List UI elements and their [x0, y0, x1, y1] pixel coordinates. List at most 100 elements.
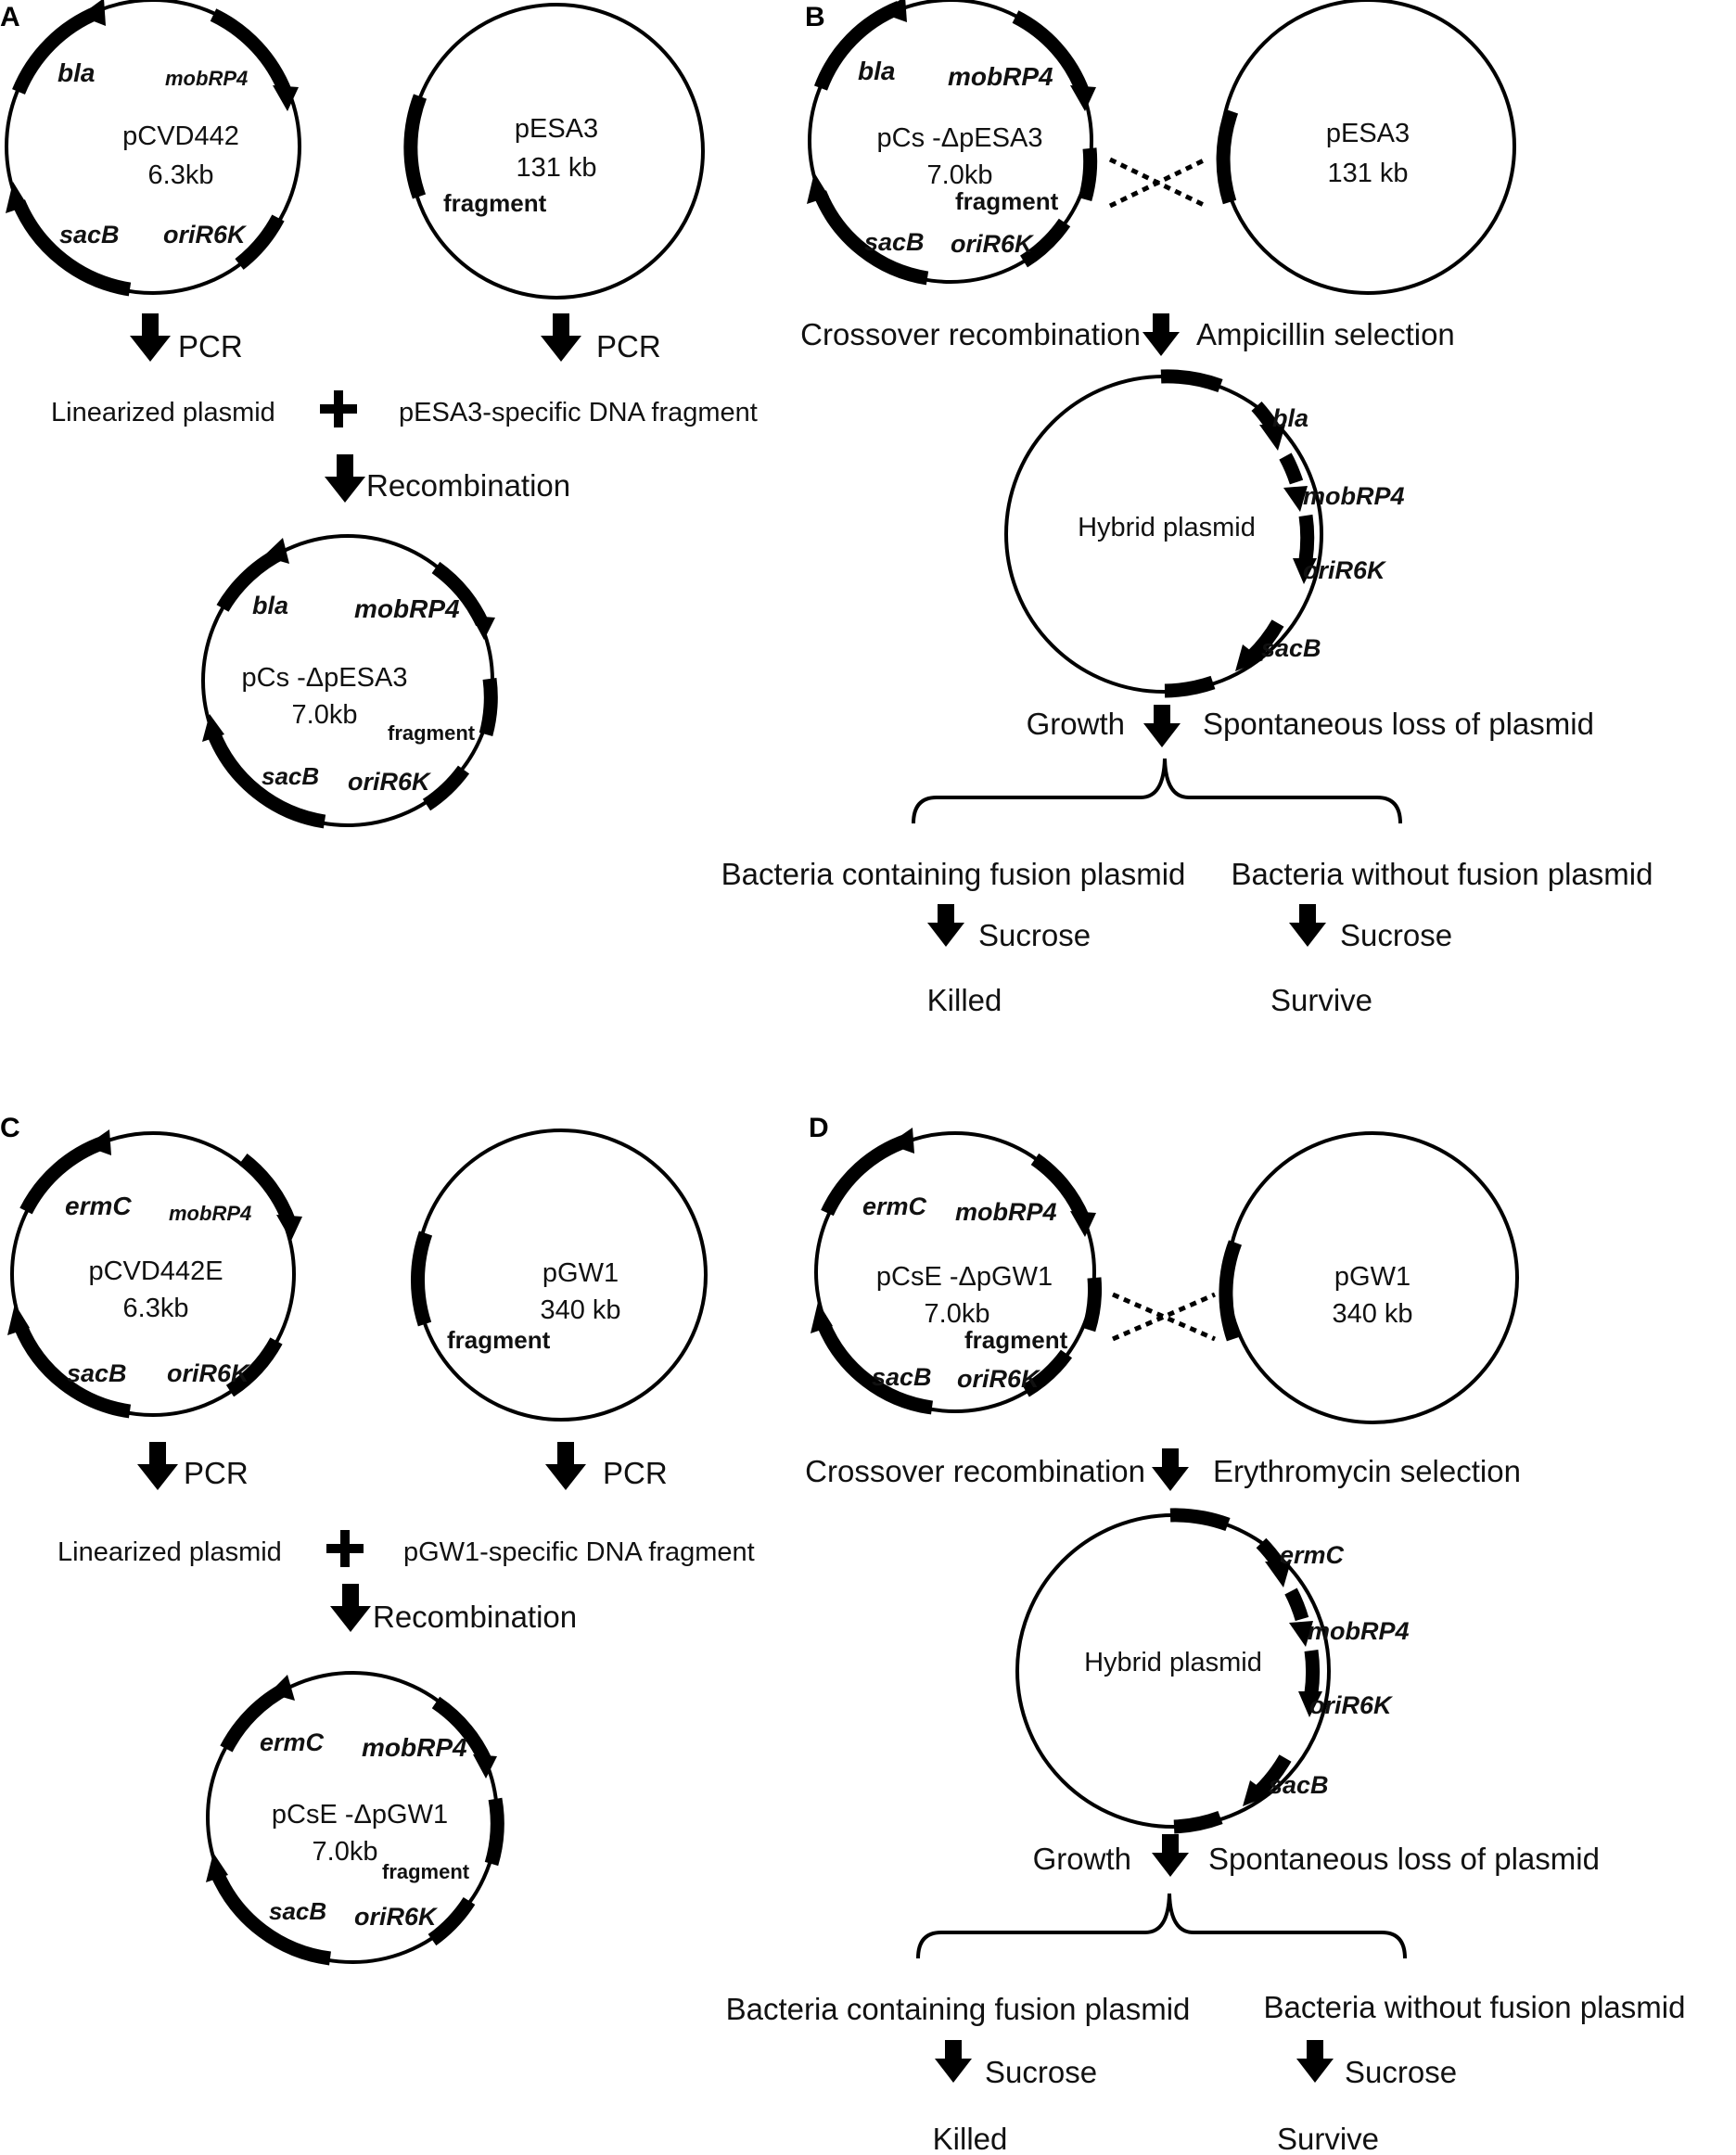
gene-mobrp4: mobRP4 — [955, 1198, 1057, 1226]
hybrid-plasmid-label: Hybrid plasmid — [1078, 513, 1256, 542]
survive-label: Survive — [1277, 2122, 1379, 2155]
gene-bla: bla — [858, 57, 895, 85]
fragment-label: fragment — [382, 1860, 470, 1883]
sucrose-label: Sucrose — [985, 2055, 1097, 2089]
gene-sacb: sacB — [1269, 1771, 1329, 1799]
bacteria-without-plasmid-label: Bacteria without fusion plasmid — [1264, 1990, 1686, 2024]
down-arrow-icon — [330, 1584, 371, 1632]
panel-label-d: D — [809, 1113, 829, 1143]
plasmid-name: pGW1 — [1334, 1262, 1410, 1292]
gene-ermc: ermC — [1280, 1541, 1345, 1569]
arrowhead-icon — [1293, 558, 1317, 584]
hybrid-plasmid-d: ermC mobRP4 Hybrid plasmid oriR6K sacB — [1015, 1508, 1410, 1834]
recombination-label: Recombination — [366, 468, 570, 503]
plasmid-size: 7.0kb — [925, 1299, 990, 1329]
arrowhead-icon — [888, 1128, 914, 1154]
pgw1-plasmid-d: pGW1 340 kb — [1219, 1131, 1519, 1424]
bacteria-with-plasmid-label: Bacteria containing fusion plasmid — [721, 857, 1186, 891]
pcvd442e-plasmid: ermC mobRP4 pCVD442E 6.3kb sacB oriR6K — [7, 1129, 302, 1419]
plasmid-name: pCs -ΔpESA3 — [242, 663, 408, 693]
down-arrow-icon — [545, 1442, 586, 1490]
arrowhead-icon — [80, 0, 106, 26]
gene-mobrp4: mobRP4 — [362, 1733, 467, 1762]
pcse-delta-pgw1-product: ermC mobRP4 pCsE -ΔpGW1 7.0kb fragment s… — [206, 1671, 504, 1966]
crossover-lines — [1108, 157, 1207, 209]
pesa3-plasmid-a: pESA3 131 kb fragment — [403, 3, 705, 300]
arrowhead-icon — [881, 0, 907, 22]
gene-mobrp4: mobRP4 — [169, 1202, 251, 1225]
panel-label-c: C — [0, 1113, 20, 1143]
fragment-label: fragment — [443, 189, 547, 217]
killed-label: Killed — [933, 2122, 1008, 2155]
plasmid-name: pGW1 — [542, 1258, 619, 1288]
plasmid-size: 131 kb — [1327, 159, 1408, 188]
fragment-label: fragment — [955, 187, 1059, 215]
down-arrow-icon — [935, 2040, 972, 2083]
pcr-label: PCR — [178, 329, 243, 363]
arrowhead-icon — [206, 1853, 228, 1882]
gene-mobrp4: mobRP4 — [354, 594, 460, 623]
pcse-delta-pgw1-donor: ermC mobRP4 pCsE -ΔpGW1 7.0kb fragment s… — [811, 1128, 1102, 1415]
gene-mobrp4: mobRP4 — [1308, 1617, 1410, 1645]
gene-sacb: sacB — [1261, 634, 1321, 662]
gene-sacb: sacB — [262, 762, 319, 790]
plasmid-size: 340 kb — [1332, 1299, 1412, 1329]
arrowhead-icon — [1289, 1621, 1313, 1647]
crossover-label: Crossover recombination — [800, 317, 1141, 351]
down-arrow-icon — [137, 1442, 178, 1490]
plasmid-size: 131 kb — [516, 153, 596, 183]
specific-fragment-label: pGW1-specific DNA fragment — [403, 1537, 755, 1567]
growth-label: Growth — [1027, 707, 1125, 741]
survive-label: Survive — [1270, 983, 1372, 1017]
plasmid-name: pESA3 — [1326, 119, 1410, 148]
split-brace — [912, 758, 1402, 824]
arrowhead-icon — [1265, 1562, 1291, 1588]
plus-icon — [320, 390, 357, 427]
split-brace — [916, 1893, 1407, 1959]
plasmid-size: 7.0kb — [927, 160, 993, 190]
fragment-label: fragment — [388, 721, 476, 745]
arrowhead-icon — [269, 1675, 295, 1701]
gene-orir6k: oriR6K — [1303, 556, 1387, 584]
gene-mobrp4: mobRP4 — [1303, 482, 1405, 510]
arrowhead-icon — [1243, 1780, 1270, 1806]
arrowhead-icon — [471, 616, 495, 640]
arrowhead-icon — [1070, 1211, 1096, 1237]
hybrid-plasmid-label: Hybrid plasmid — [1084, 1648, 1262, 1677]
pcr-label: PCR — [596, 329, 661, 363]
gene-sacb: sacB — [269, 1897, 326, 1925]
pcs-delta-pesa3-product: bla mobRP4 pCs -ΔpESA3 7.0kb fragment sa… — [201, 534, 498, 829]
pcr-label: PCR — [603, 1456, 668, 1490]
specific-fragment-label: pESA3-specific DNA fragment — [399, 398, 758, 427]
gene-bla: bla — [1272, 404, 1308, 432]
arrowhead-icon — [811, 1302, 833, 1333]
spontaneous-loss-label: Spontaneous loss of plasmid — [1203, 707, 1594, 741]
sucrose-label: Sucrose — [1345, 2055, 1457, 2089]
down-arrow-icon — [1152, 1834, 1189, 1877]
down-arrow-icon — [1296, 2040, 1334, 2083]
down-arrow-icon — [130, 313, 171, 362]
spontaneous-loss-label: Spontaneous loss of plasmid — [1208, 1842, 1600, 1876]
plasmid-size: 6.3kb — [123, 1294, 189, 1323]
gene-orir6k: oriR6K — [951, 230, 1035, 258]
arrowhead-icon — [6, 182, 28, 213]
gene-orir6k: oriR6K — [957, 1365, 1041, 1393]
selection-label: Erythromycin selection — [1213, 1454, 1521, 1488]
gene-ermc: ermC — [862, 1192, 927, 1220]
pcvd442-plasmid: bla mobRP4 pCVD442 6.3kb sacB oriR6K — [5, 0, 301, 297]
linearized-plasmid-label: Linearized plasmid — [57, 1537, 282, 1567]
gene-orir6k: oriR6K — [167, 1359, 251, 1387]
arrowhead-icon — [807, 172, 829, 204]
gene-ermc: ermC — [260, 1728, 325, 1756]
panel-label-a: A — [0, 2, 20, 32]
gene-orir6k: oriR6K — [163, 221, 248, 249]
pcs-delta-pesa3-donor: bla mobRP4 pCs -ΔpESA3 7.0kb fragment sa… — [807, 0, 1098, 286]
gene-ermc: ermC — [65, 1192, 132, 1220]
killed-label: Killed — [927, 983, 1002, 1017]
arrowhead-icon — [276, 1215, 302, 1241]
pesa3-plasmid-b: pESA3 131 kb — [1216, 0, 1516, 295]
gene-mobrp4: mobRP4 — [165, 67, 248, 90]
growth-label: Growth — [1033, 1842, 1131, 1876]
arrowhead-icon — [7, 1304, 30, 1335]
arrowhead-icon — [263, 538, 289, 564]
